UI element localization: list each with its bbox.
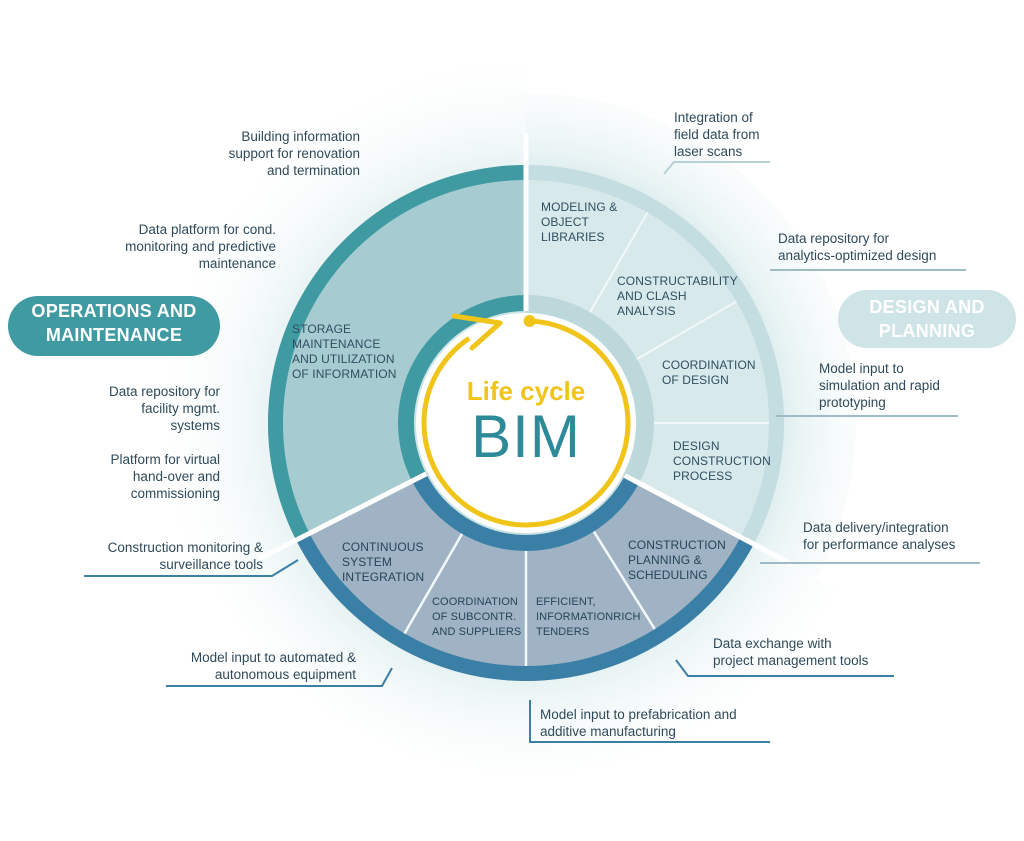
ring-design (526, 165, 784, 545)
annotation-laser-scans: Integration of field data from laser sca… (674, 110, 760, 159)
leader-prefabrication (529, 700, 770, 743)
center-circle (416, 313, 636, 533)
wheel-dividers (257, 133, 793, 666)
leader-laser-scans (663, 161, 770, 175)
annotation-performance-analyses: Data delivery/integration for performanc… (803, 520, 956, 552)
annotation-simulation-prototyping: Model input to simulation and rapid prot… (819, 361, 940, 410)
annotation-data-platform-monitoring: Data platform for cond. monitoring and p… (125, 222, 276, 271)
construction-divider-2 (403, 533, 464, 635)
segment-efficient-tenders: EFFICIENT, INFORMATIONRICH TENDERS (536, 596, 641, 638)
annotation-leaders (84, 161, 980, 743)
annotation-prefabrication: Model input to prefabrication and additi… (540, 707, 737, 739)
phase-divider-2 (257, 471, 428, 562)
leader-project-management (675, 659, 894, 677)
phase-operations-maintenance: OPERATIONS AND MAINTENANCE (8, 296, 220, 356)
segment-coordination-subcontractors: COORDINATION OF SUBCONTR. AND SUPPLIERS (432, 596, 522, 638)
annotation-building-information: Building information support for renovat… (228, 129, 360, 178)
segment-modeling-object-libraries: MODELING & OBJECT LIBRARIES (541, 200, 618, 244)
annotation-analytics-repository: Data repository for analytics-optimized … (778, 231, 937, 263)
phase-design-planning: DESIGN AND PLANNING (838, 290, 1016, 348)
center-title: Life cycle (466, 376, 586, 406)
phase-divider-1 (623, 473, 793, 567)
inner-ring-construction (411, 473, 640, 551)
design-divider-1 (636, 300, 737, 360)
annotation-virtual-handover: Platform for virtual hand-over and commi… (110, 452, 220, 501)
construction-divider-0 (592, 530, 656, 630)
design-divider-0 (589, 212, 649, 313)
segment-coordination-design: COORDINATION OF DESIGN (662, 358, 756, 387)
ring-construction (296, 533, 754, 681)
lifecycle-arrow-icon (451, 313, 503, 351)
segment-constructability-clash: CONSTRUCTABILITY AND CLASH ANALYSIS (617, 274, 738, 318)
leader-construction-monitoring (84, 559, 299, 577)
segment-storage-maintenance: STORAGE MAINTENANCE AND UTILIZATION OF I… (292, 322, 397, 381)
segment-construction-planning: CONSTRUCTION PLANNING & SCHEDULING (628, 538, 726, 582)
annotation-project-management: Data exchange with project management to… (713, 636, 869, 668)
leader-automated-equipment (166, 667, 393, 687)
wheel-rings (268, 165, 784, 681)
lifecycle-start-dot (523, 315, 536, 328)
segment-design-construction-process: DESIGN CONSTRUCTION PROCESS (673, 439, 771, 483)
ring-operations (268, 165, 526, 541)
center-disk (416, 313, 636, 533)
annotation-automated-equipment: Model input to automated & autonomous eq… (190, 650, 356, 682)
annotation-construction-monitoring: Construction monitoring & surveillance t… (107, 540, 263, 572)
center-bim-label: BIM (471, 403, 581, 470)
segment-continuous-integration: CONTINUOUS SYSTEM INTEGRATION (342, 540, 425, 584)
annotation-data-repository-facility: Data repository for facility mgmt. syste… (108, 384, 220, 433)
inner-ring-design (526, 295, 654, 484)
inner-ring-operations (398, 295, 526, 482)
